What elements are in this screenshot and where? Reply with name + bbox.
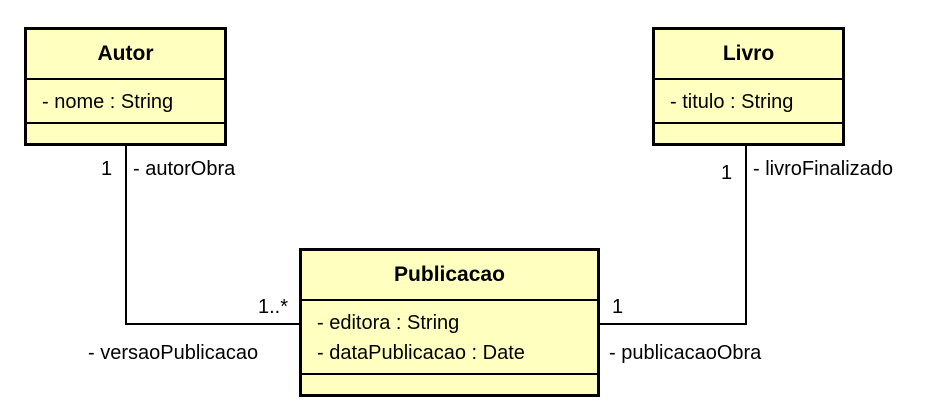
- attribute-titulo: - titulo : String: [670, 91, 794, 113]
- class-livro-operations: [655, 124, 842, 141]
- class-publicacao[interactable]: Publicacao - editora : String - dataPubl…: [299, 248, 600, 397]
- class-publicacao-name: Publicacao: [302, 251, 597, 301]
- class-autor-name: Autor: [27, 30, 224, 80]
- multiplicity-publicacao-autor-side: 1..*: [258, 296, 289, 318]
- class-autor-attributes: - nome : String: [27, 80, 224, 124]
- class-publicacao-attributes: - editora : String - dataPublicacao : Da…: [302, 301, 597, 375]
- role-livro-finalizado: - livroFinalizado: [753, 158, 894, 180]
- multiplicity-publicacao-livro-side: 1: [612, 296, 624, 318]
- role-publicacao-obra: - publicacaoObra: [609, 342, 762, 364]
- class-livro-name: Livro: [655, 30, 842, 80]
- multiplicity-autor-side: 1: [101, 158, 113, 180]
- class-livro-attributes: - titulo : String: [655, 80, 842, 124]
- class-autor-operations: [27, 124, 224, 141]
- attribute-data-publicacao: - dataPublicacao : Date: [317, 342, 525, 364]
- attribute-nome: - nome : String: [42, 91, 174, 113]
- class-autor[interactable]: Autor - nome : String: [24, 27, 227, 146]
- multiplicity-livro-side: 1: [721, 162, 733, 184]
- role-autor-obra: - autorObra: [133, 158, 236, 180]
- attribute-editora: - editora : String: [317, 312, 460, 334]
- association-livro-publicacao[interactable]: [598, 146, 747, 325]
- role-versao-publicacao: - versaoPublicacao: [88, 342, 259, 364]
- association-autor-publicacao[interactable]: [125, 146, 301, 325]
- class-livro[interactable]: Livro - titulo : String: [652, 27, 845, 146]
- class-publicacao-operations: [302, 375, 597, 392]
